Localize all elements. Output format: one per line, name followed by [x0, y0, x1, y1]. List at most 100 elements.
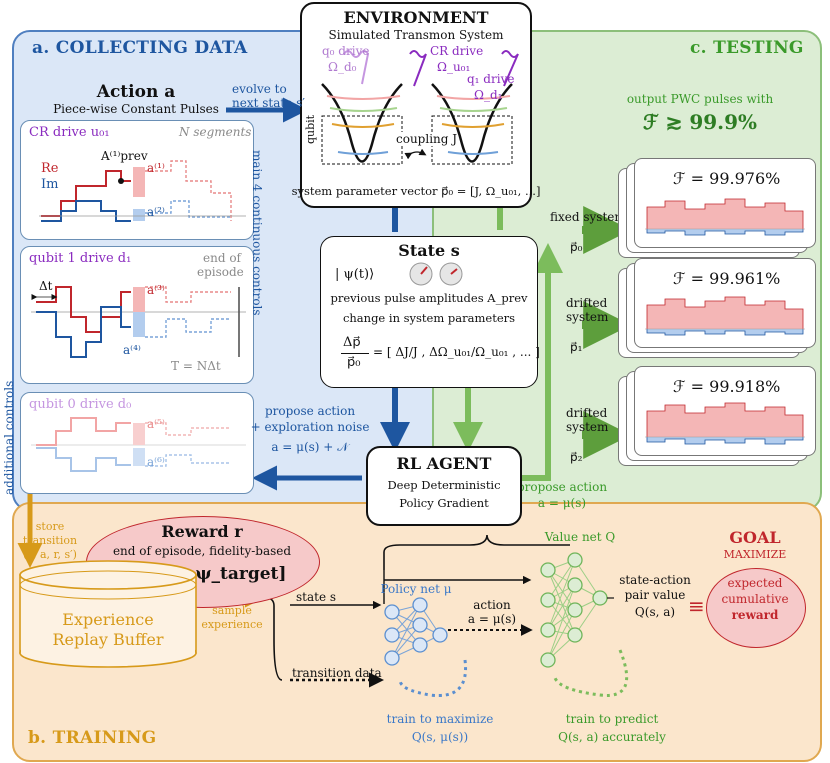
evolve-label: evolve to — [232, 82, 287, 96]
train-pred-l2: Q(s, a) accurately — [558, 730, 666, 744]
reward-title: Reward r — [161, 522, 243, 541]
q0-omega-label: Ω_d₀ — [328, 60, 357, 74]
buffer-l2: Replay Buffer — [52, 630, 164, 649]
action-title: Action a — [96, 82, 176, 102]
state-eq-bar — [341, 353, 369, 354]
equiv-sign: ≡ — [688, 594, 705, 618]
result-card-3: ℱ = 99.918% — [618, 366, 816, 466]
result-plot-2 — [645, 296, 805, 336]
environment-title: ENVIRONMENT — [343, 8, 489, 27]
q1-drive-panel: qubit 1 drive d₁ end of episode Δt a⁽³⁾ … — [20, 246, 254, 384]
propose-green2: a = μ(s) — [537, 496, 587, 510]
environment-box: ENVIRONMENT Simulated Transmon System q₀… — [292, 2, 540, 208]
q0-drive-panel: qubit 0 drive d₀ a⁽⁵⁾ a⁽⁶⁾ — [20, 392, 254, 494]
state-box: State s | ψ(t)⟩ previous pulse amplitude… — [320, 236, 540, 388]
store-l1: store — [35, 520, 65, 533]
train-max-l2: Q(s, μ(s)) — [411, 730, 469, 744]
reward-line1: end of episode, fidelity-based — [112, 544, 292, 558]
q0-drive-label: q₀ drive — [322, 44, 370, 58]
episode-label: episode — [197, 265, 244, 279]
a6-label: a⁽⁶⁾ — [147, 455, 165, 469]
fidelity-2: ℱ = 99.961% — [673, 269, 781, 288]
goal-title: GOAL — [729, 528, 781, 547]
goal-sub: MAXIMIZE — [723, 548, 787, 561]
drifted-label-1: drifted — [566, 296, 608, 310]
state-line1: previous pulse amplitudes A_prev — [330, 291, 528, 305]
q1-drive-label: q₁ drive — [467, 72, 515, 86]
result-plot-3 — [645, 402, 805, 445]
state-title: State s — [398, 241, 460, 260]
goal-ellipse — [706, 568, 806, 648]
environment-subtitle: Simulated Transmon System — [328, 28, 504, 42]
agent-line2: Policy Gradient — [399, 496, 489, 510]
a4-label: a⁽⁴⁾ — [123, 343, 141, 357]
panel-training-title: b. TRAINING — [28, 728, 157, 748]
action-label2: a = μ(s) — [467, 612, 517, 626]
q0-pulse-plot — [31, 417, 246, 472]
cr-drive-title: CR drive u₀₁ — [29, 125, 110, 140]
a1-label: a⁽¹⁾ — [147, 161, 165, 175]
param-vector-label: system parameter vector p⃗₀ = [J, Ω_u₀₁,… — [291, 184, 541, 198]
goal-l1: expected — [727, 576, 783, 590]
state-s-label: state s — [296, 590, 337, 604]
propose-line3: a = μ(s) + 𝒩 — [271, 440, 349, 454]
cr-pulse-plot — [39, 160, 246, 222]
transmon-potential-wells — [321, 50, 519, 165]
q0-drive-title: qubit 0 drive d₀ — [29, 397, 132, 412]
p0-label: p⃗₀ — [570, 240, 583, 254]
pair-l1: state-action — [619, 573, 691, 587]
cr-drive-panel: CR drive u₀₁ N segments Re Im A⁽¹⁾prev a… — [20, 120, 254, 240]
q1-drive-title: qubit 1 drive d₁ — [29, 251, 132, 266]
segments-label: N segments — [179, 125, 252, 139]
state-eq-num: Δp⃗ — [343, 335, 361, 350]
propose-line2: + exploration noise — [250, 420, 370, 434]
re-label: Re — [41, 161, 59, 176]
propose-line1: propose action — [264, 404, 356, 418]
buffer-l1: Experience — [62, 610, 154, 629]
next-state-label: next state s′ — [232, 96, 305, 110]
T-label: T = NΔt — [171, 359, 221, 373]
store-l2: transition — [22, 534, 78, 547]
p2-label: p⃗₂ — [570, 450, 583, 464]
agent-line1: Deep Deterministic — [387, 478, 501, 492]
coupling-label: coupling J — [396, 132, 458, 146]
im-label: Im — [41, 177, 59, 192]
agent-title: RL AGENT — [396, 454, 492, 473]
result-card-1: ℱ = 99.976% — [618, 158, 816, 258]
fidelity-1: ℱ = 99.976% — [673, 169, 781, 188]
result-plot-1 — [645, 198, 805, 236]
state-eq-rhs: = [ ΔJ/J , ΔΩ_u₀₁/Ω_u₀₁ , ... ] — [373, 345, 540, 359]
cr-omega-label: Ω_u₀₁ — [437, 60, 471, 74]
state-eq-den: p⃗₀ — [347, 355, 361, 370]
system-label-1: system — [566, 310, 609, 324]
pair-l2: pair value — [624, 588, 686, 602]
transition-data-label: transition data — [292, 666, 382, 680]
end-of-label: end of — [203, 251, 241, 265]
system-label-2: system — [566, 420, 609, 434]
cr-drive-label: CR drive — [430, 44, 484, 58]
store-l3: (s, a, r, s′) — [23, 548, 77, 561]
panel-testing-title: c. TESTING — [690, 38, 804, 58]
propose-green1: propose action — [516, 480, 608, 494]
output-l1: output PWC pulses with — [626, 92, 774, 106]
bloch-spheres — [409, 262, 463, 286]
action-label1: action — [473, 598, 511, 612]
result-card-2: ℱ = 99.961% — [618, 258, 816, 358]
train-max-l1: train to maximize — [386, 712, 494, 726]
train-pred-l1: train to predict — [565, 712, 659, 726]
state-line2: change in system parameters — [342, 311, 516, 325]
policy-net-label: Policy net μ — [380, 582, 452, 596]
drifted-label-2: drifted — [566, 406, 608, 420]
a3-label: a⁽³⁾ — [147, 283, 165, 297]
pair-l3: Q(s, a) — [634, 605, 676, 619]
goal-l3: reward — [731, 608, 779, 622]
fixed-system-label: fixed system — [550, 210, 626, 224]
a2-label: a⁽²⁾ — [147, 205, 165, 219]
panel-collecting-title: a. COLLECTING DATA — [32, 38, 248, 58]
action-subtitle: Piece-wise Constant Pulses — [53, 102, 219, 116]
q1-pulse-plot — [31, 286, 246, 358]
rl-agent-box: RL AGENT Deep Deterministic Policy Gradi… — [366, 446, 522, 526]
fidelity-3: ℱ = 99.918% — [673, 377, 781, 396]
aprev-label: A⁽¹⁾prev — [101, 149, 148, 163]
